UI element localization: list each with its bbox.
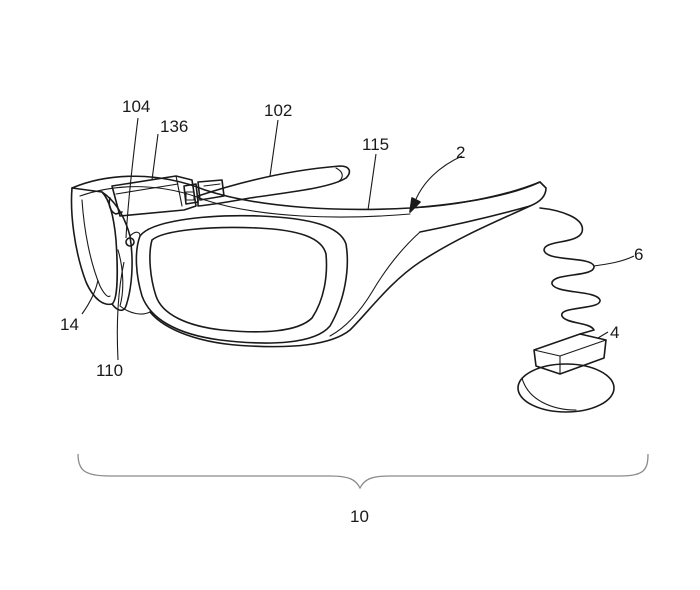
coiled-cable (539, 207, 601, 335)
glasses (70, 165, 547, 348)
frame-body (149, 205, 531, 348)
lens-outer (135, 214, 349, 344)
label-6: 6 (634, 245, 643, 264)
lens (149, 226, 328, 333)
label-110: 110 (96, 361, 123, 380)
sensor-110 (125, 237, 135, 247)
label-104: 104 (122, 97, 150, 116)
label-2: 2 (456, 143, 465, 162)
wrist-unit (517, 333, 615, 413)
frame-temple (409, 181, 547, 233)
label-115: 115 (362, 135, 389, 154)
camera-module (108, 175, 225, 217)
label-4: 4 (610, 323, 619, 342)
leader-lines (81, 117, 635, 361)
label-14: 14 (60, 315, 79, 334)
temple-arm (197, 165, 351, 207)
label-136: 136 (160, 117, 188, 136)
wrist-band (517, 363, 615, 413)
label-10: 10 (350, 507, 369, 526)
system-brace (77, 453, 649, 490)
label-102: 102 (264, 101, 292, 120)
side-shield (70, 187, 118, 306)
